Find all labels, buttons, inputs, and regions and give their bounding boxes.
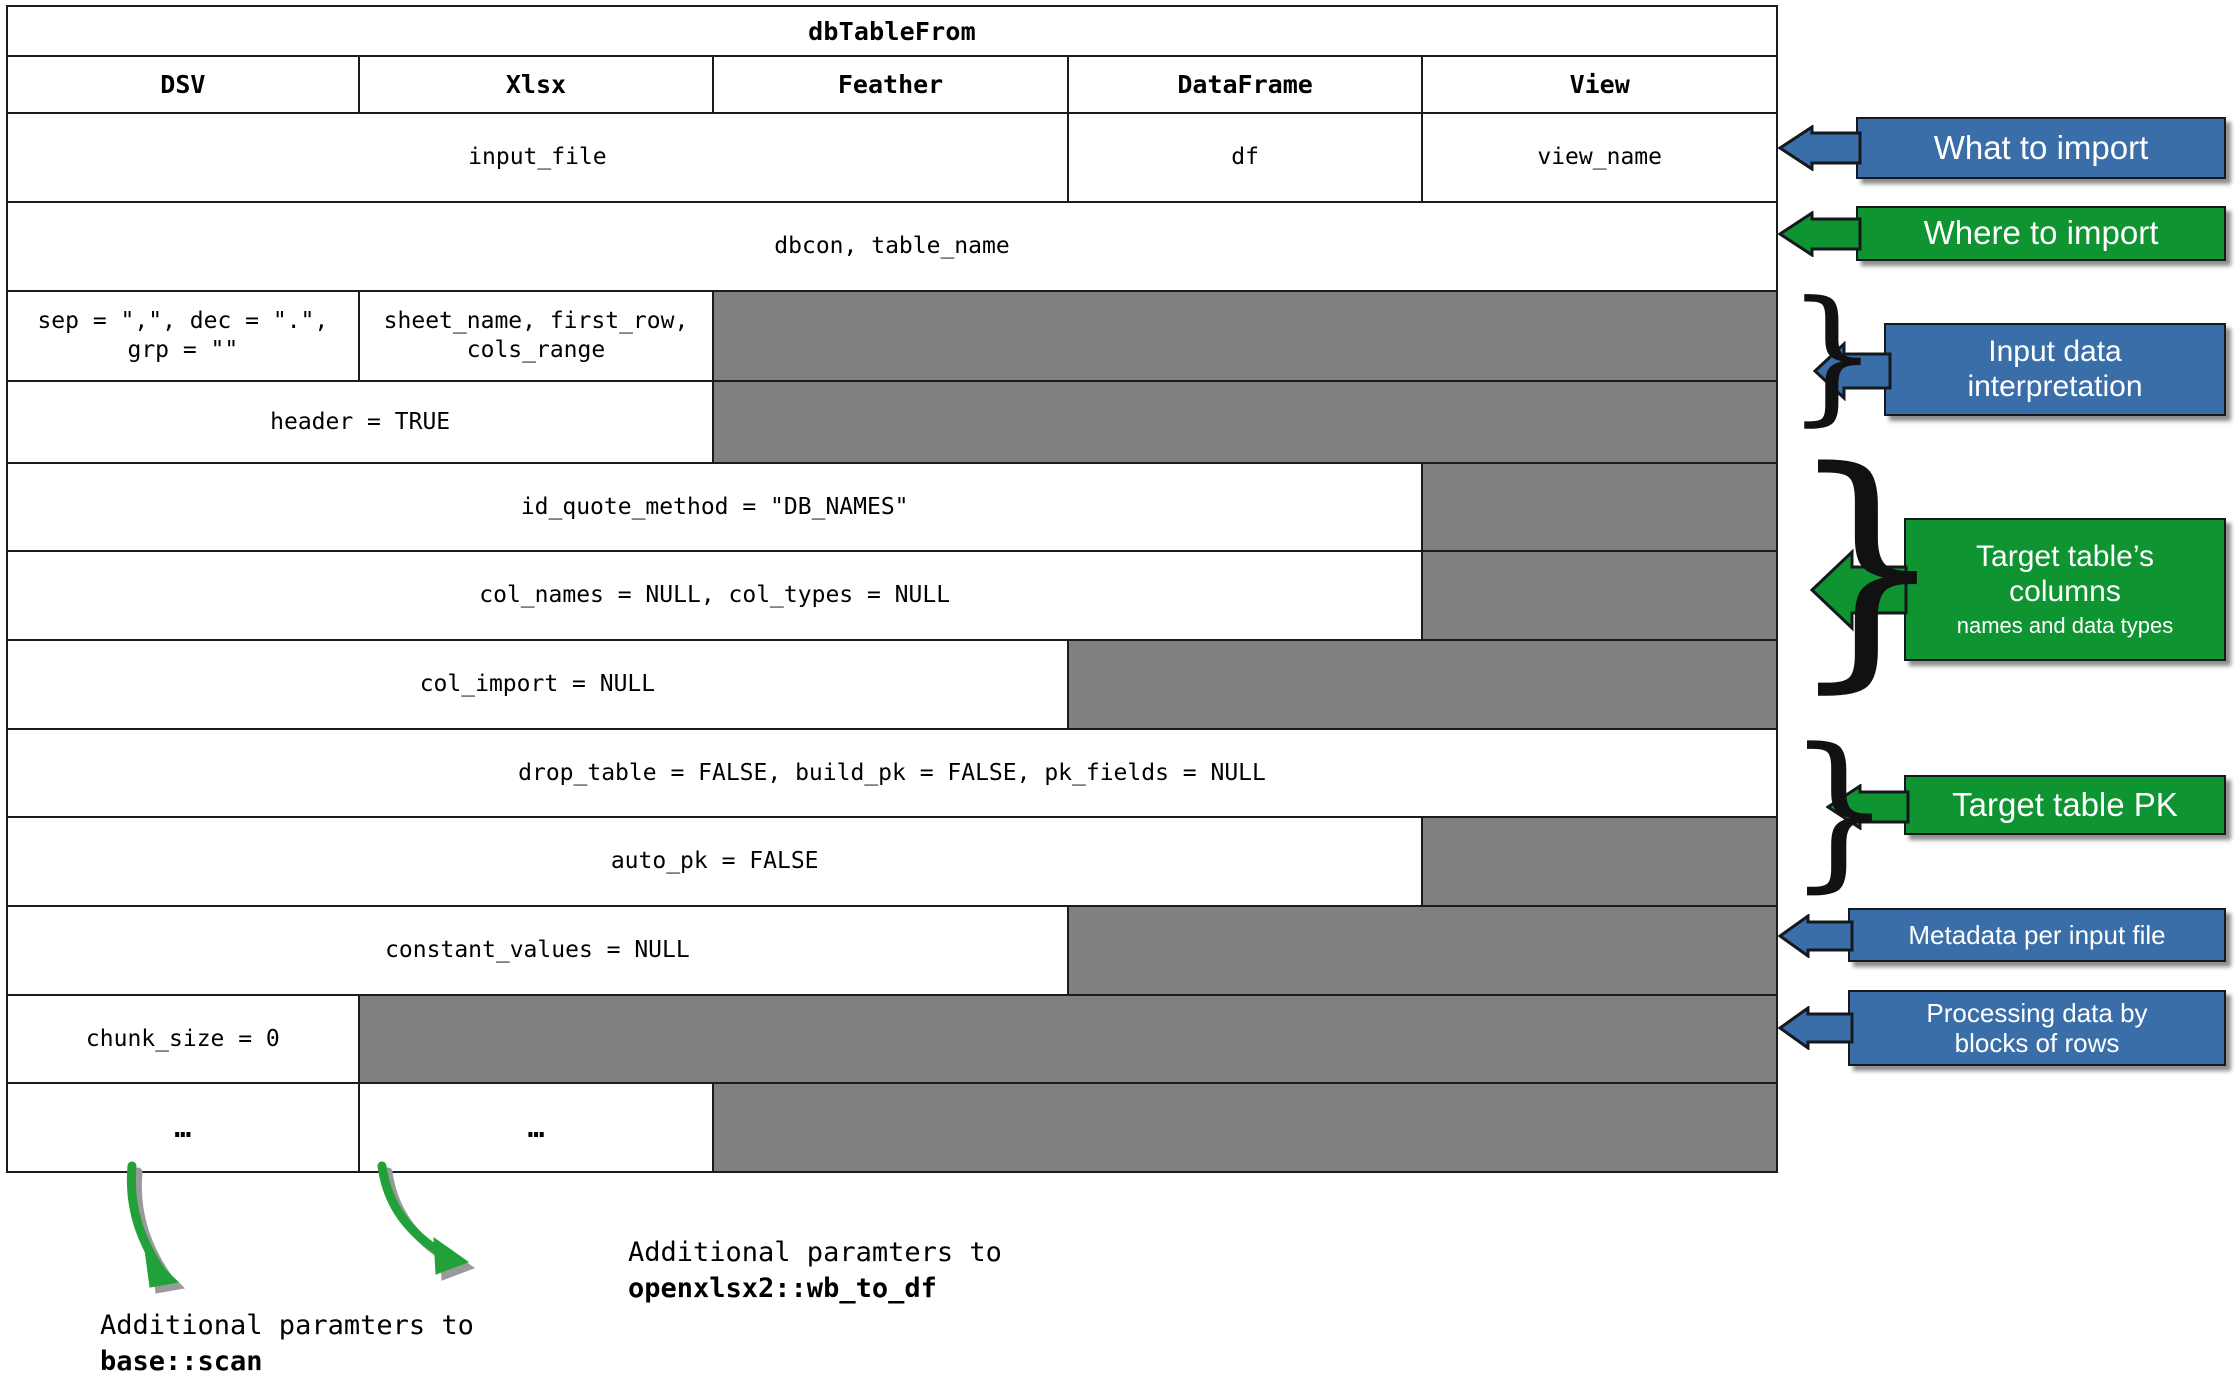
brace-target-columns: } — [1786, 417, 1949, 715]
xlsx-note-line1: Additional paramters to — [628, 1237, 1002, 1268]
cell-disabled — [357, 993, 1779, 1085]
callout-label: Where to import — [1923, 214, 2159, 252]
table-row-auto-pk: auto_pk = FALSE — [5, 816, 1778, 907]
table-title: dbTableFrom — [6, 4, 1778, 58]
xlsx-note-line2: openxlsx2::wb_to_df — [628, 1273, 937, 1305]
curved-arrow-dsv — [126, 1161, 186, 1294]
cell-what-to-import-2: view_name — [1421, 112, 1778, 203]
callout-label-line1: Target table’s — [1976, 540, 2154, 574]
cell-input-interpretation-1-1: sheet_name, first_row, cols_range — [357, 289, 715, 383]
callout-metadata-per-file: Metadata per input file — [1848, 908, 2226, 962]
cell-auto-pk-0: auto_pk = FALSE — [5, 816, 1424, 907]
cell-disabled — [1421, 816, 1778, 907]
table-row-input-interpretation-2: header = TRUE — [5, 380, 1778, 464]
table-row-col-import: col_import = NULL — [6, 639, 1779, 730]
callout-label-line1: Input data — [1988, 335, 2122, 369]
callout-sublabel: names and data types — [1956, 612, 2174, 638]
table-row-drop-build-pk: drop_table = FALSE, build_pk = FALSE, pk… — [6, 727, 1778, 819]
arrow-what-to-import — [1778, 125, 1862, 171]
callout-input-interpretation: Input data interpretation — [1884, 323, 2226, 416]
table-row-chunk-size: chunk_size = 0 — [6, 993, 1779, 1085]
callout-label-line1: Processing data by — [1926, 997, 2148, 1028]
arrow-where-to-import — [1778, 211, 1862, 257]
brace-target-pk: } — [1786, 712, 1893, 908]
callout-target-columns: Target table’s columns names and data ty… — [1904, 518, 2226, 661]
column-header-view: View — [1421, 55, 1778, 115]
table-row-input-interpretation-1: sep = ",", dec = ".", grp = ""sheet_name… — [6, 289, 1778, 383]
cell-col-names-types-0: col_names = NULL, col_types = NULL — [5, 550, 1424, 642]
cell-drop-build-pk-0: drop_table = FALSE, build_pk = FALSE, pk… — [6, 727, 1778, 819]
cell-ellipsis-1: … — [357, 1082, 715, 1173]
callout-label: What to import — [1933, 128, 2149, 166]
table-row-where-to-import: dbcon, table_name — [6, 200, 1778, 292]
cell-disabled — [712, 380, 1778, 464]
brace-input-interpretation: } — [1786, 270, 1879, 440]
cell-disabled — [712, 289, 1778, 383]
callout-label-line2: columns — [2009, 574, 2121, 608]
table-row-col-names-types: col_names = NULL, col_types = NULL — [5, 550, 1778, 642]
column-header-feather: Feather — [712, 55, 1069, 115]
cell-disabled — [712, 1082, 1778, 1173]
cell-id-quote-method-0: id_quote_method = "DB_NAMES" — [5, 461, 1424, 553]
callout-label: Target table PK — [1952, 785, 2178, 823]
table-row-id-quote-method: id_quote_method = "DB_NAMES" — [5, 461, 1778, 553]
arrow-processing-blocks — [1778, 1006, 1854, 1050]
cell-what-to-import-0: input_file — [6, 112, 1069, 203]
callout-label-line2: interpretation — [1967, 369, 2143, 403]
callout-where-to-import: Where to import — [1856, 206, 2226, 261]
callout-what-to-import: What to import — [1856, 117, 2226, 179]
cell-disabled — [1421, 550, 1778, 642]
cell-input-interpretation-2-0: header = TRUE — [5, 380, 715, 464]
table-row-constant-values: constant_values = NULL — [6, 904, 1779, 996]
dsv-note-line1: Additional paramters to — [100, 1310, 474, 1341]
arrow-input-interpretation — [1812, 341, 1892, 401]
cell-col-import-0: col_import = NULL — [6, 639, 1069, 730]
arrow-target-columns — [1809, 548, 1908, 632]
cell-ellipsis-0: … — [6, 1082, 360, 1173]
arrow-target-pk — [1826, 784, 1910, 830]
cell-disabled — [1066, 639, 1779, 730]
cell-disabled — [1421, 461, 1778, 553]
callout-label: Metadata per input file — [1908, 919, 2166, 950]
curved-arrow-xlsx — [377, 1161, 476, 1281]
column-header-xlsx: Xlsx — [357, 55, 715, 115]
column-header-dsv: DSV — [6, 55, 360, 115]
callout-label-line2: blocks of rows — [1954, 1028, 2120, 1058]
callout-target-pk: Target table PK — [1904, 775, 2226, 835]
cell-constant-values-0: constant_values = NULL — [6, 904, 1069, 996]
cell-where-to-import-0: dbcon, table_name — [6, 200, 1778, 292]
cell-what-to-import-1: df — [1066, 112, 1424, 203]
dsv-note-line2: base::scan — [100, 1346, 263, 1378]
cell-input-interpretation-1-0: sep = ",", dec = ".", grp = "" — [6, 289, 360, 383]
callout-processing-blocks: Processing data by blocks of rows — [1848, 990, 2226, 1066]
arrow-metadata-per-file — [1778, 914, 1854, 958]
table-title-row: dbTableFrom — [6, 4, 1778, 58]
xlsx-note: Additional paramters to openxlsx2::wb_to… — [628, 1235, 1002, 1308]
dsv-note: Additional paramters to base::scan — [100, 1308, 474, 1381]
table-row-ellipsis: …… — [6, 1082, 1778, 1173]
cell-chunk-size-0: chunk_size = 0 — [6, 993, 360, 1085]
column-header-dataframe: DataFrame — [1066, 55, 1424, 115]
cell-disabled — [1066, 904, 1779, 996]
